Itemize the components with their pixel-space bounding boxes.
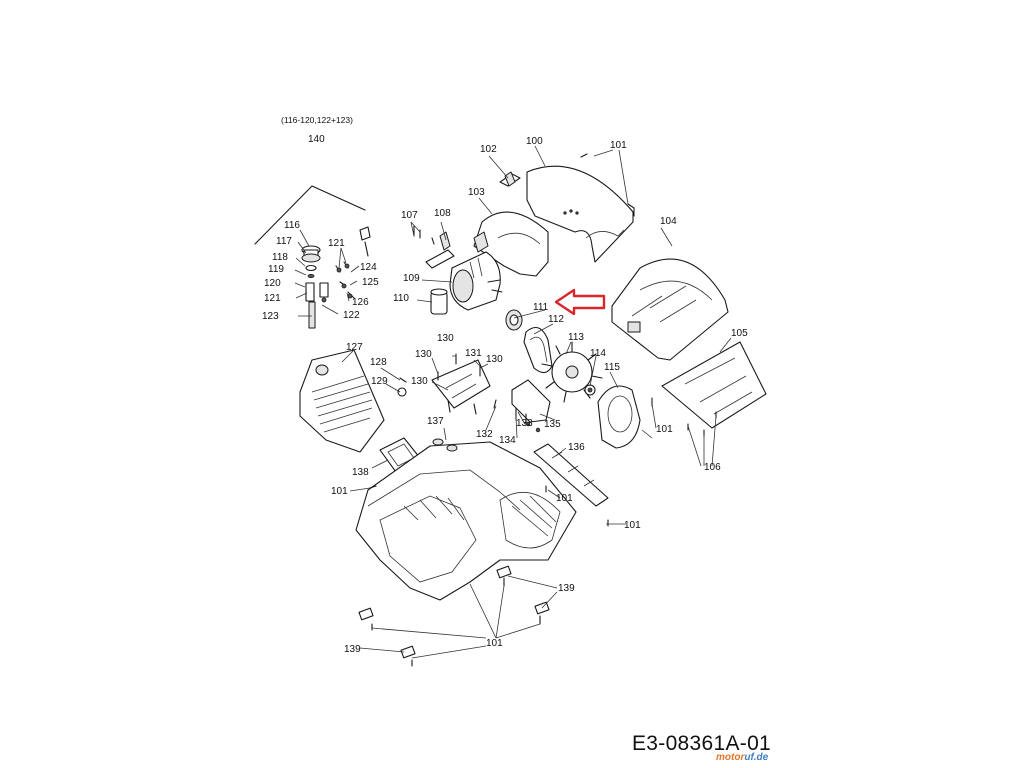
label-103: 103 — [468, 187, 485, 198]
motor-109 — [449, 251, 503, 311]
label-113: 113 — [568, 332, 584, 343]
fan-wheel-113 — [541, 341, 603, 403]
label-130-a: 130 — [437, 333, 454, 344]
label-122: 122 — [343, 310, 360, 321]
label-101-fan: 101 — [656, 424, 673, 435]
label-115: 115 — [604, 362, 620, 373]
label-124: 124 — [360, 262, 377, 273]
label-137: 137 — [427, 416, 444, 427]
side-panel-105 — [661, 341, 767, 429]
label-119: 119 — [268, 264, 284, 275]
screw-132 — [493, 399, 497, 409]
label-120: 120 — [264, 278, 281, 289]
label-138: 138 — [352, 467, 369, 478]
kit-140-bracket — [254, 185, 366, 245]
screws-128-129 — [397, 377, 407, 397]
label-111: 111 — [533, 302, 549, 313]
upper-cover-100 — [526, 153, 635, 263]
label-112: 112 — [548, 314, 564, 325]
label-121-right: 121 — [328, 238, 345, 249]
label-131: 131 — [465, 348, 482, 359]
grille-cover-127 — [299, 349, 385, 453]
label-123: 123 — [262, 311, 279, 322]
part-labels: (116-120,122+123) 140 100 101 102 103 10… — [262, 115, 748, 655]
label-101-left: 101 — [331, 486, 348, 497]
label-100: 100 — [526, 136, 543, 147]
label-105: 105 — [731, 328, 748, 339]
nut-114 — [584, 384, 596, 396]
belt-112 — [523, 326, 553, 374]
side-panel-104 — [611, 258, 729, 361]
label-118: 118 — [272, 252, 288, 263]
drawing-code: E3-08361A-01 — [632, 732, 772, 755]
filter-102 — [499, 171, 521, 187]
label-129: 129 — [371, 376, 388, 387]
leader-lines — [341, 145, 732, 659]
capacitor-110 — [430, 288, 448, 315]
main-housing — [355, 438, 577, 601]
label-102: 102 — [480, 144, 497, 155]
label-107: 107 — [401, 210, 418, 221]
label-127: 127 — [346, 342, 363, 353]
label-114: 114 — [590, 348, 606, 359]
label-140: 140 — [308, 134, 325, 145]
grille-strip-136 — [533, 443, 609, 507]
kit-note: (116-120,122+123) — [281, 115, 353, 125]
highlight-arrow — [554, 288, 606, 316]
duct-135 — [511, 379, 551, 433]
kit-small-parts — [294, 226, 371, 329]
label-116: 116 — [284, 220, 300, 231]
label-126: 126 — [352, 297, 369, 308]
label-117: 117 — [276, 236, 292, 247]
watermark-logo: motoruf.de — [716, 752, 769, 763]
label-101-lower-right: 101 — [624, 520, 641, 531]
label-134: 134 — [499, 435, 516, 446]
label-135: 135 — [544, 419, 561, 430]
fan-housing-115 — [597, 385, 641, 449]
label-136: 136 — [568, 442, 585, 453]
label-125: 125 — [362, 277, 379, 288]
label-133: 133 — [516, 418, 533, 429]
label-110: 110 — [393, 293, 409, 304]
label-130-d: 130 — [411, 376, 428, 387]
label-139-left: 139 — [344, 644, 361, 655]
label-104: 104 — [660, 216, 677, 227]
label-130-c: 130 — [486, 354, 503, 365]
pulley-111 — [505, 309, 523, 331]
label-101-bottom: 101 — [486, 638, 503, 649]
label-109: 109 — [403, 273, 420, 284]
label-130-b: 130 — [415, 349, 432, 360]
bracket-108 — [425, 231, 455, 269]
label-108: 108 — [434, 208, 451, 219]
label-101: 101 — [610, 140, 627, 151]
label-106: 106 — [704, 462, 721, 473]
label-128: 128 — [370, 357, 387, 368]
label-139-right: 139 — [558, 583, 575, 594]
plate-131 — [431, 353, 491, 415]
label-132: 132 — [476, 429, 493, 440]
motor-housing-103 — [473, 211, 549, 277]
label-121-left: 121 — [264, 293, 281, 304]
label-101-center: 101 — [556, 493, 573, 504]
